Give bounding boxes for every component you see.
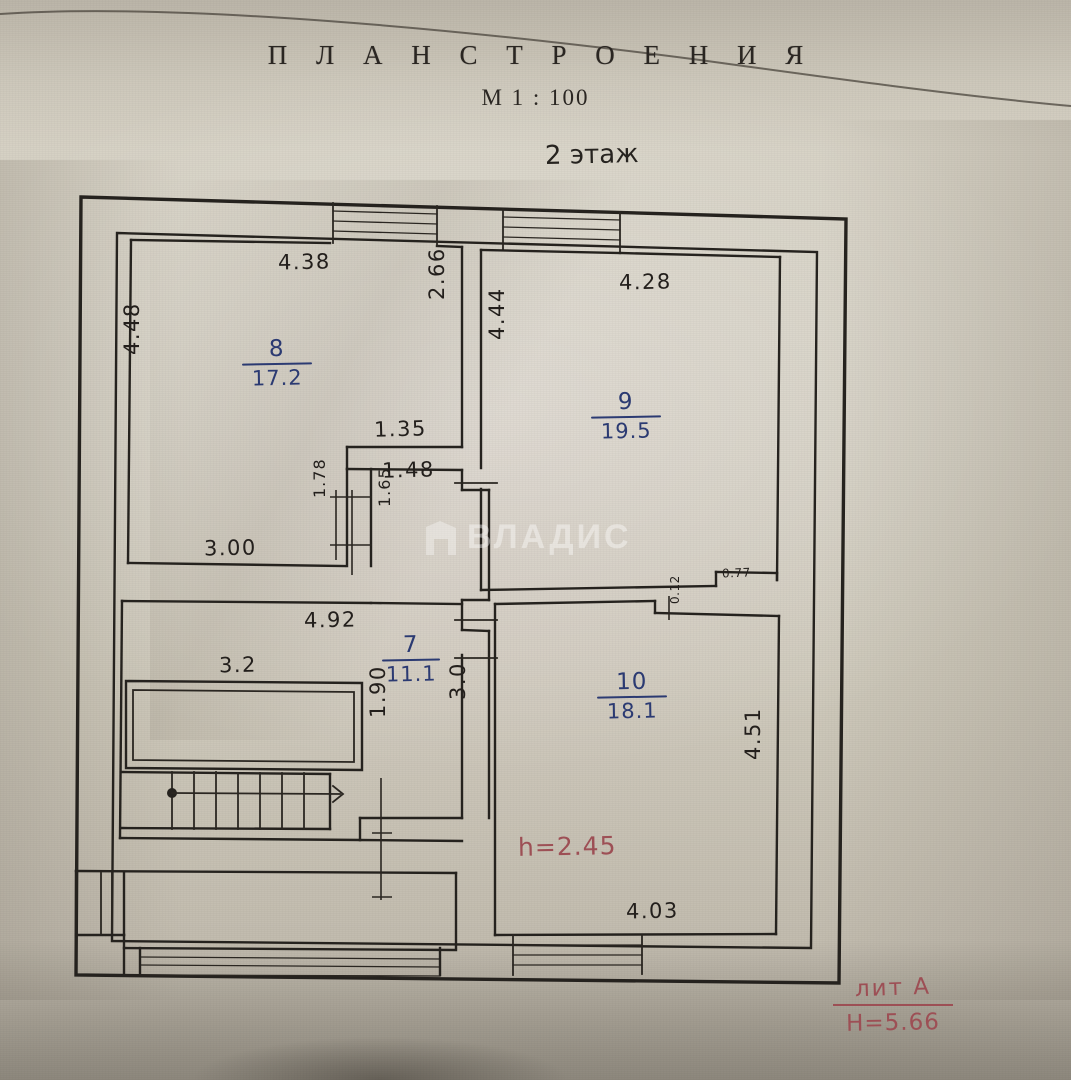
dimension-room10-small: 0.12 [668, 575, 682, 604]
room-7-walls [118, 599, 464, 842]
dimension-ticks [330, 490, 670, 900]
staircase [120, 679, 364, 831]
outer-wall [74, 195, 848, 985]
room-label-8: 8 17.2 [242, 335, 313, 391]
window-top-right [502, 208, 621, 254]
window-bottom-room10 [512, 934, 643, 976]
page-edge-curve [0, 10, 1071, 107]
dimension-top-right-width: 4.28 [618, 269, 672, 295]
room-8-walls [126, 238, 464, 568]
page-title: П Л А Н С Т Р О Е Н И Я [267, 40, 815, 70]
building-letter-divider [833, 1004, 953, 1006]
building-height: H=5.66 [845, 1009, 941, 1037]
dimension-stair-width: 3.2 [218, 652, 258, 678]
dimension-room10-bottom-width: 4.03 [625, 898, 679, 924]
title-block: П Л А Н С Т Р О Е Н И Я М 1 : 100 [0, 40, 1071, 111]
room-label-10: 10 18.1 [597, 668, 668, 724]
dimension-left-height: 4.48 [120, 302, 144, 355]
room-7-area: 11.1 [385, 661, 437, 687]
dimension-room8-bottom-width: 3.00 [203, 535, 257, 561]
room-9-walls [479, 248, 782, 592]
balcony-structure [74, 869, 458, 977]
dimension-notch-v1: 1.78 [310, 458, 329, 498]
dimension-corridor-top-width: 4.92 [303, 607, 357, 633]
room-10-area: 18.1 [606, 698, 658, 724]
dimension-room8-right-height: 2.66 [425, 247, 449, 300]
room-label-7: 7 11.1 [382, 631, 441, 687]
room-10-walls [493, 599, 781, 937]
dimension-room8-notch-a: 1.35 [373, 416, 428, 442]
dimension-corridor-height: 3.0 [446, 662, 470, 700]
window-top-left [332, 202, 438, 247]
room-8-area: 17.2 [251, 365, 303, 391]
room-10-number: 10 [615, 668, 648, 696]
scale-label: М 1 : 100 [481, 85, 590, 110]
ceiling-height-annotation: h=2.45 [517, 831, 617, 862]
building-letter: лит А [854, 973, 932, 1003]
room-8-number: 8 [268, 335, 285, 363]
dimension-room9-small: 0.77 [721, 565, 751, 581]
dimension-top-left-width: 4.38 [277, 249, 331, 275]
dimension-room9-left-height: 4.44 [485, 287, 509, 340]
room-label-9: 9 19.5 [591, 388, 662, 444]
building-letter-block: лит А H=5.66 [833, 973, 953, 1037]
room-9-area: 19.5 [600, 418, 652, 444]
room-7-number: 7 [402, 631, 419, 659]
room-9-number: 9 [617, 388, 634, 416]
dimension-room10-right-height: 4.51 [741, 707, 765, 760]
dimension-notch-v2: 1.65 [375, 467, 394, 507]
